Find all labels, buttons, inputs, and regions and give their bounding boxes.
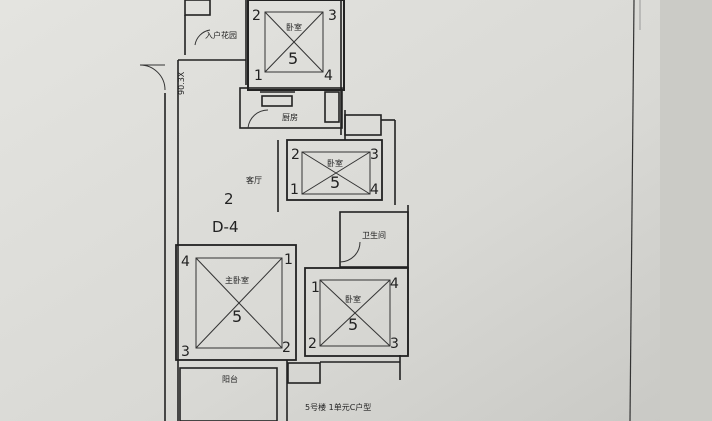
top-bedroom-center: 5 xyxy=(288,49,298,68)
door-swings xyxy=(139,29,361,263)
mid-bedroom-corner-br: 4 xyxy=(370,182,379,198)
right-bedroom-label: 卧室 xyxy=(345,294,361,304)
right-bedroom-corner-br: 3 xyxy=(390,336,399,352)
master-corner-bl: 3 xyxy=(181,344,190,360)
paper-border-line xyxy=(629,0,635,421)
top-bedroom-corner-bl: 1 xyxy=(254,68,263,84)
mid-bedroom-corner-bl: 1 xyxy=(290,182,299,198)
walls xyxy=(164,0,409,421)
right-bedroom-corner-bl: 2 xyxy=(308,336,317,352)
right-bedroom-corner-tl: 1 xyxy=(311,280,320,296)
top-bedroom-label: 卧室 xyxy=(286,22,302,32)
master-label: 主卧室 xyxy=(225,275,249,285)
mid-bedroom-label: 卧室 xyxy=(327,158,343,168)
building-note: 5号楼 1单元C户型 xyxy=(305,402,371,412)
entry-garden-label: 入户花园 xyxy=(205,30,237,40)
top-bedroom-corner-br: 4 xyxy=(324,68,333,84)
master-corner-tl: 4 xyxy=(181,254,190,270)
ceiling-crosses xyxy=(195,11,391,349)
top-bedroom-corner-tl: 2 xyxy=(252,8,261,24)
mid-bedroom-corner-tr: 3 xyxy=(370,147,379,163)
master-corner-tr: 1 xyxy=(284,252,293,268)
balcony-label: 阳台 xyxy=(222,374,238,384)
mid-bedroom-corner-tl: 2 xyxy=(291,147,300,163)
vertical-note: 90.3X xyxy=(177,71,186,95)
kitchen-label: 厨房 xyxy=(282,112,298,122)
master-corner-br: 2 xyxy=(282,340,291,356)
living-label: 客厅 xyxy=(246,175,262,185)
unit-code: D-4 xyxy=(212,218,239,236)
bath-label: 卫生间 xyxy=(362,230,386,240)
master-center: 5 xyxy=(232,307,242,326)
mid-bedroom-center: 5 xyxy=(330,173,340,192)
wall-edge xyxy=(660,0,712,421)
right-bedroom-corner-tr: 4 xyxy=(390,276,399,292)
paper-sheet xyxy=(0,0,668,421)
top-bedroom-corner-tr: 3 xyxy=(328,8,337,24)
right-bedroom-center: 5 xyxy=(348,315,358,334)
unit-number: 2 xyxy=(224,190,234,208)
